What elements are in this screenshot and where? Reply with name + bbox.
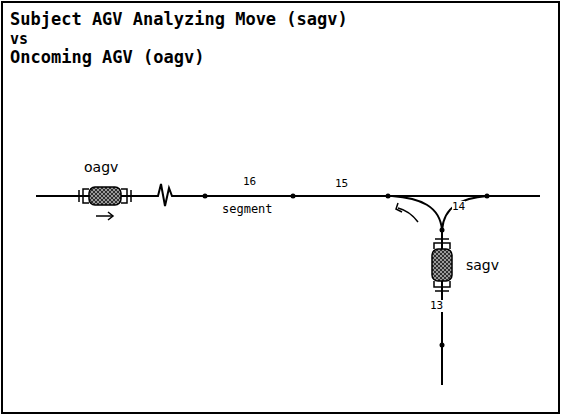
oncoming-agv: oagv [78, 184, 132, 208]
segment-caption: segment [222, 203, 273, 216]
segment-number: 14 [452, 201, 465, 213]
subtitle: Oncoming AGV (oagv) [10, 48, 204, 67]
agv-body [78, 184, 132, 208]
agv-body [429, 238, 455, 292]
title: Subject AGV Analyzing Move (sagv) [10, 10, 348, 29]
segment-number: 16 [243, 176, 256, 188]
track [36, 184, 540, 385]
direction-arrows [96, 203, 418, 222]
segment-nodes [203, 194, 490, 348]
vehicle-label: oagv [84, 160, 118, 175]
segment-number: 15 [335, 178, 348, 190]
segment-number: 13 [430, 300, 443, 312]
title-vs: vs [10, 31, 28, 48]
vehicle-label: sagv [466, 258, 499, 273]
subject-agv: sagv [429, 238, 455, 292]
